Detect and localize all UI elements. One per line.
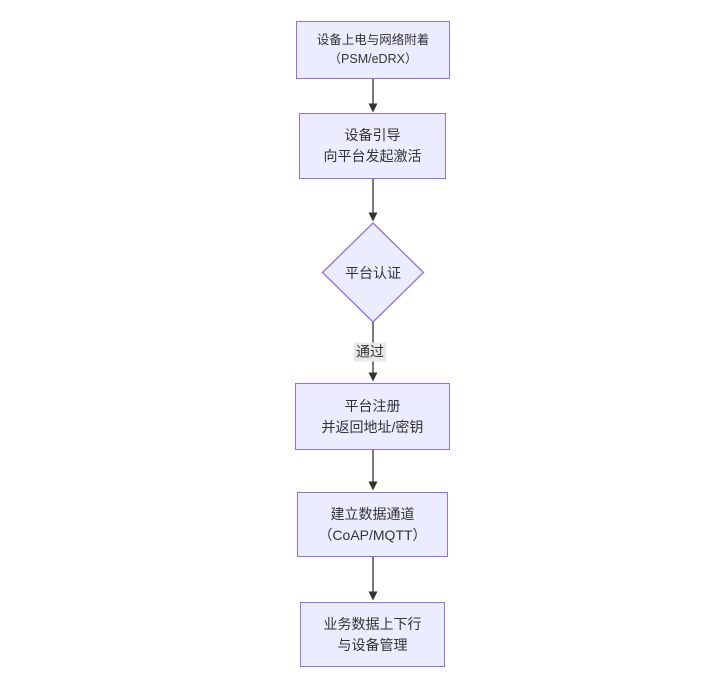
node-line: 平台注册 — [344, 397, 401, 414]
flow-node-business: 业务数据上下行 与设备管理 — [300, 602, 445, 667]
flow-arrow-5 — [368, 557, 378, 601]
node-line: 建立数据通道 — [330, 505, 415, 522]
flow-node-auth-decision: 平台认证 — [322, 223, 424, 322]
flow-node-data-channel: 建立数据通道 （CoAP/MQTT） — [297, 492, 448, 557]
node-line: （CoAP/MQTT） — [318, 526, 427, 543]
node-line: 与设备管理 — [337, 636, 408, 653]
node-line: （PSM/eDRX） — [328, 52, 418, 66]
node-line: 业务数据上下行 — [323, 615, 422, 632]
flow-arrow-1 — [368, 79, 378, 113]
flow-arrow-4 — [368, 450, 378, 491]
flow-node-register: 平台注册 并返回地址/密钥 — [295, 383, 450, 450]
flow-node-bootstrap: 设备引导 向平台发起激活 — [299, 113, 446, 179]
node-line: 并返回地址/密钥 — [321, 418, 424, 435]
node-line: 平台认证 — [345, 264, 401, 281]
flow-arrow-2 — [368, 179, 378, 222]
node-line: 设备上电与网络附着 — [316, 33, 430, 48]
edge-label-pass: 通过 — [354, 342, 386, 362]
flow-node-power-attach: 设备上电与网络附着 （PSM/eDRX） — [296, 21, 450, 79]
node-line: 向平台发起激活 — [323, 148, 422, 164]
node-line: 设备引导 — [344, 127, 401, 143]
